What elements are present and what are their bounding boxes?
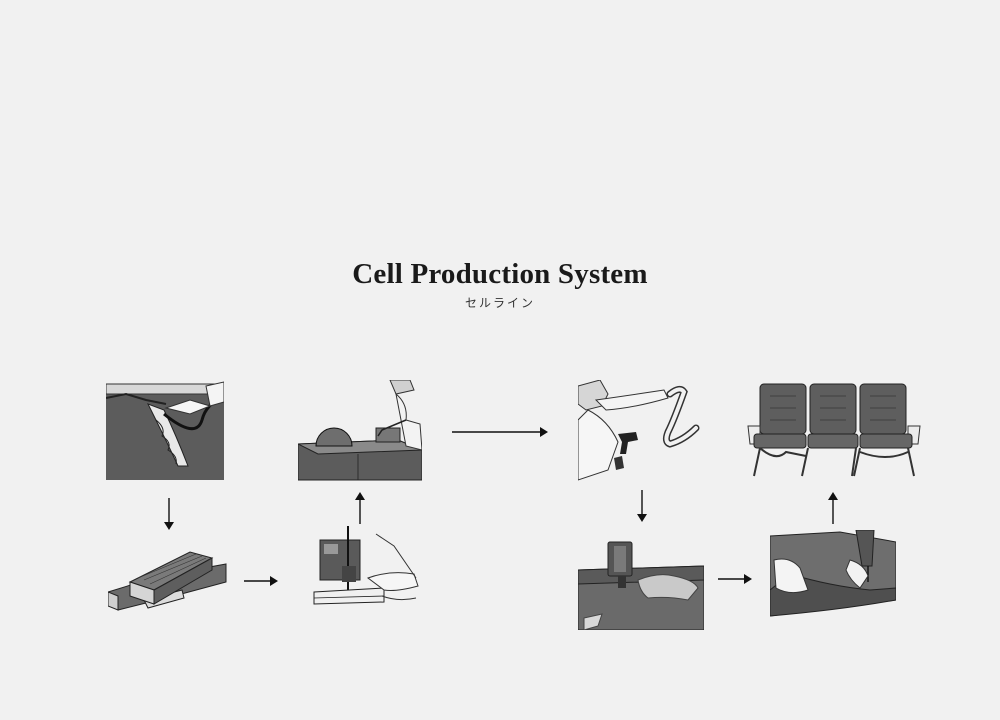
arrow-up-icon: [828, 492, 838, 524]
arrow-up-icon: [355, 492, 365, 524]
spray-gun-illustration: [578, 380, 702, 482]
band-saw-illustration: [298, 526, 422, 606]
table-saw-illustration: [298, 380, 422, 482]
page-subtitle: セルライン: [464, 296, 535, 310]
page-title: Cell Production System: [352, 258, 648, 290]
cutting-machine-illustration: [578, 540, 704, 630]
arrow-down-icon: [637, 490, 647, 522]
arrow-down-icon: [164, 498, 174, 530]
upholstery-stuffing-illustration: [106, 380, 224, 480]
arrow-right-icon: [718, 574, 752, 584]
lumber-stack-illustration: [108, 548, 228, 612]
arrow-right-long-icon: [452, 427, 548, 437]
sewing-machine-illustration: [770, 530, 896, 620]
sofa-illustration: [746, 382, 922, 480]
arrow-right-icon: [244, 576, 278, 586]
